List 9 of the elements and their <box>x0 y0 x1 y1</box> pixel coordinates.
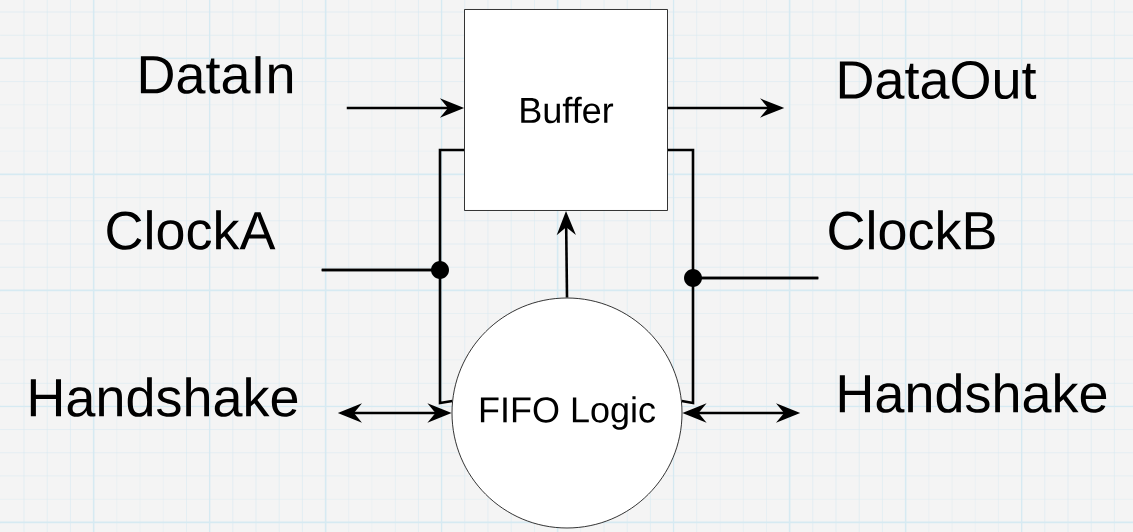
signal-label: ClockB <box>829 210 995 250</box>
signal-label: DataOut <box>839 60 1037 100</box>
signal-label: DataIn <box>140 56 293 94</box>
signal-label: ClockA <box>107 210 276 250</box>
connector-line <box>321 268 453 405</box>
signal-label: Handshake <box>839 373 1107 413</box>
connector-line <box>681 276 819 405</box>
signal-label: Handshake <box>30 377 298 417</box>
buffer-box: Buffer <box>464 9 668 211</box>
